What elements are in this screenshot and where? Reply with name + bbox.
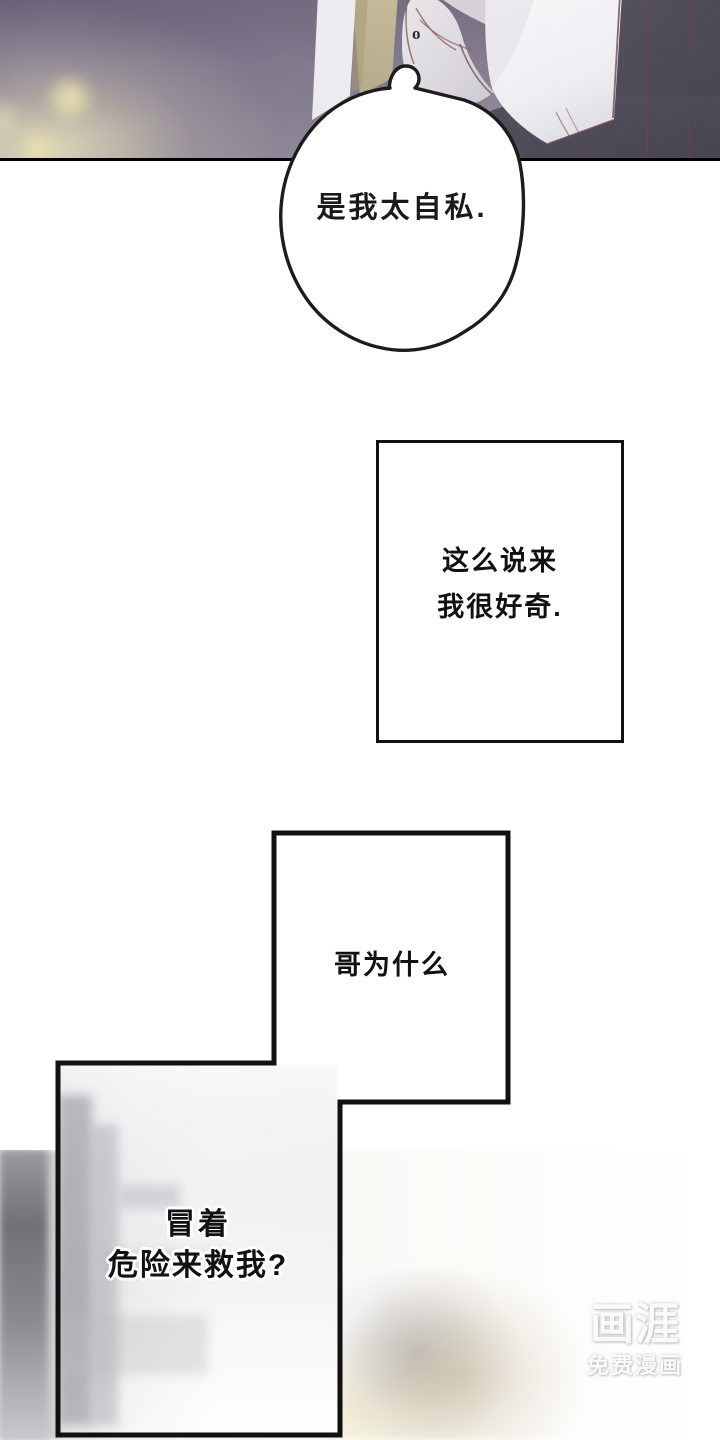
city-blur-stripe-2 bbox=[92, 1125, 118, 1425]
city-blur-stripe-5 bbox=[58, 1315, 208, 1375]
panel-3-text-upper: 哥为什么 bbox=[334, 950, 450, 980]
panel-2-text-box: 这么说来 我很好奇. bbox=[376, 440, 624, 743]
city-blur-stripe-1 bbox=[58, 1095, 92, 1425]
speech-bubble-1-shape bbox=[279, 64, 526, 352]
panel-3-L-shaped-box: 哥为什么 冒着 危险来救我? bbox=[52, 827, 514, 1440]
city-blur-stripe-4 bbox=[104, 1251, 224, 1269]
panel-2-text: 这么说来 我很好奇. bbox=[437, 546, 563, 622]
watermark: 画涯 免费漫画 bbox=[562, 1303, 708, 1377]
bokeh-light-2 bbox=[18, 132, 58, 158]
bottom-dark-edge bbox=[0, 1150, 48, 1440]
city-blur-stripe-3 bbox=[120, 1185, 180, 1209]
speech-bubble-1: 是我太自私. bbox=[268, 52, 536, 362]
blurred-cityscape bbox=[58, 1065, 338, 1435]
speech-bubble-1-text: 是我太自私. bbox=[316, 192, 488, 224]
panel-3-outline bbox=[55, 830, 511, 1438]
panel-3-text-lower: 冒着 危险来救我? bbox=[58, 1205, 338, 1286]
watermark-subtitle: 免费漫画 bbox=[586, 1353, 683, 1378]
panel-3-city-background bbox=[58, 1065, 338, 1435]
watermark-logo-text: 画涯 bbox=[590, 1300, 680, 1349]
bokeh-light-1 bbox=[46, 76, 94, 120]
panel-3-text-lower-line-1: 冒着 bbox=[165, 1208, 231, 1241]
character-figure-collar bbox=[312, 0, 720, 158]
sound-effect-o: o bbox=[412, 24, 421, 43]
panel-3-text-lower-line-2: 危险来救我? bbox=[107, 1248, 289, 1282]
